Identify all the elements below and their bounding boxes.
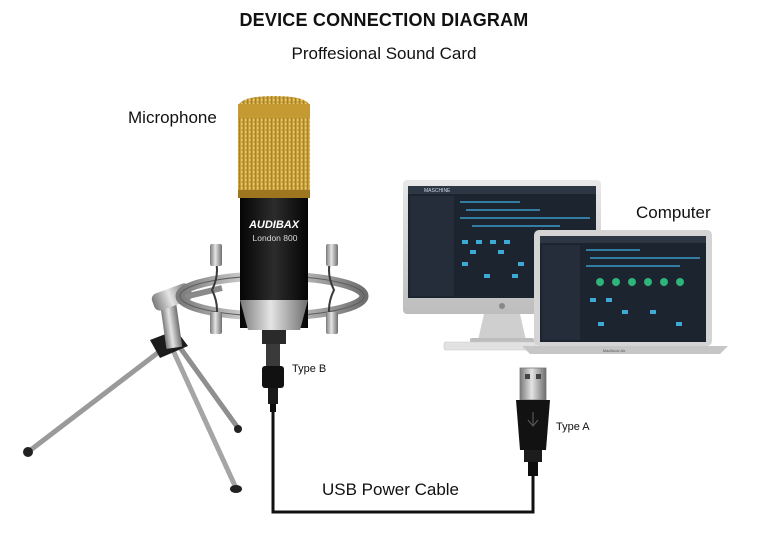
type-b-label: Type B [292,363,327,375]
diagram-title: DEVICE CONNECTION DIAGRAM [239,10,529,30]
usb-type-a-connector [516,367,550,476]
computer-label: Computer [636,203,711,222]
mic-logo: AUDIBAX [248,219,300,231]
usb-type-b-connector [262,344,284,412]
laptop-computer: MacBook Air [522,230,728,354]
laptop-label: MacBook Air [603,348,626,353]
type-a-label: Type A [556,421,590,433]
usb-cable [271,410,535,514]
mic-model-text: London 800 [253,233,298,243]
microphone-label: Microphone [128,108,217,127]
diagram-subtitle: Proffesional Sound Card [291,44,477,63]
microphone-device: AUDIBAX London 800 [238,96,310,344]
cable-label: USB Power Cable [322,480,460,499]
screen-app-name: MASCHINE [424,188,451,194]
